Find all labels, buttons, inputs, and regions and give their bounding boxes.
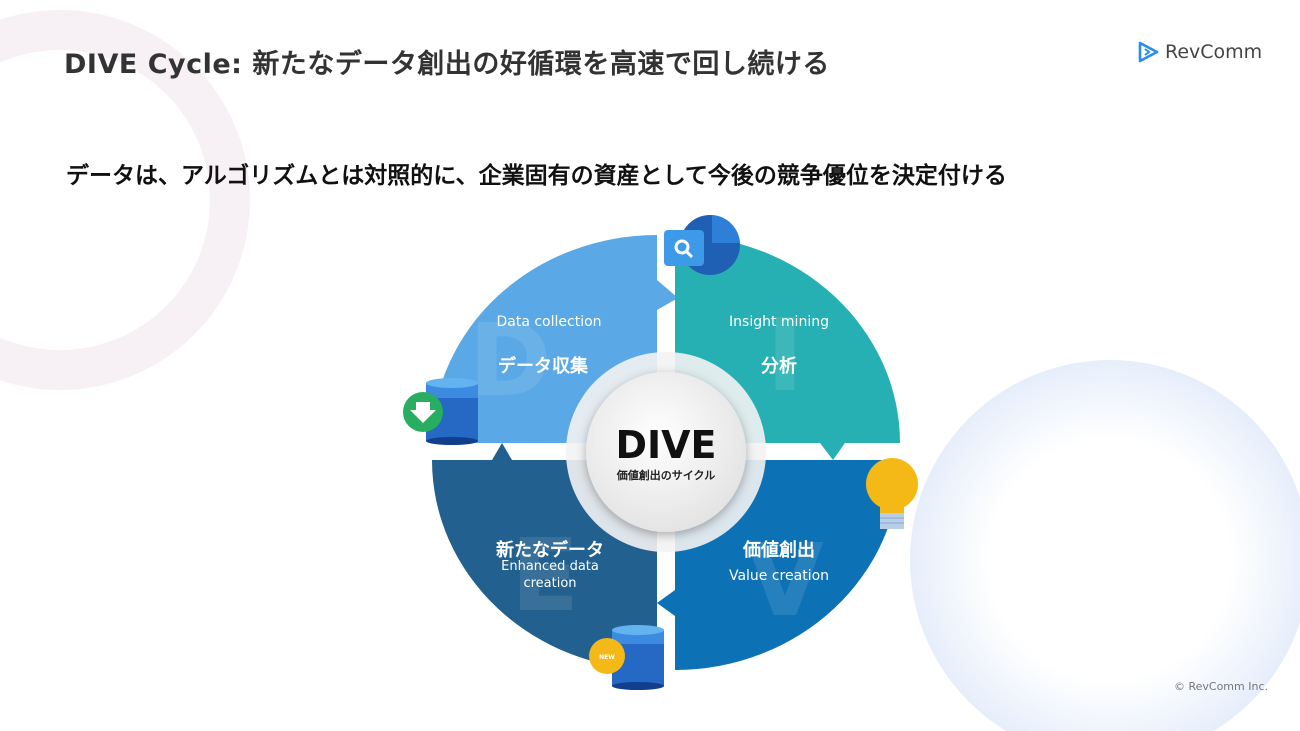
quadrant-en-label: creation [523, 576, 576, 591]
quadrant-ja-label: 価値創出 [742, 539, 815, 561]
revcomm-logo-icon [1138, 41, 1159, 63]
quadrant-en-label: Enhanced data [501, 559, 599, 574]
database-new-icon: NEW [589, 625, 664, 690]
quadrant-ja-label: データ収集 [498, 355, 589, 377]
page-title: DIVE Cycle: 新たなデータ創出の好循環を高速で回し続ける [64, 49, 830, 80]
quadrant-letter: I [766, 297, 803, 414]
subtitle: データは、アルゴリズムとは対照的に、企業固有の資産として今後の競争優位を決定付け… [66, 163, 1007, 189]
quadrant-ja-label: 新たなデータ [496, 539, 604, 561]
quadrant-en-label: Data collection [496, 314, 601, 330]
center-caption: 価値創出のサイクル [616, 468, 715, 482]
quadrant-letter: E [511, 517, 579, 634]
logo-text: RevComm [1165, 41, 1263, 63]
copyright: © RevComm Inc. [1173, 680, 1268, 693]
center-circle [586, 372, 746, 532]
quadrant-en-label: Value creation [729, 568, 829, 584]
lightbulb-icon [866, 458, 918, 529]
quadrant-en-label: Insight mining [729, 314, 829, 330]
quadrant-ja-label: 分析 [761, 355, 797, 377]
revcomm-logo: RevComm [1137, 41, 1262, 63]
search-chart-icon [664, 215, 740, 275]
database-download-icon [403, 378, 478, 445]
center-title: DIVE [615, 423, 716, 467]
quadrant-letter: V [746, 522, 823, 639]
quadrant-letter: D [468, 302, 551, 419]
new-badge: NEW [599, 654, 615, 661]
